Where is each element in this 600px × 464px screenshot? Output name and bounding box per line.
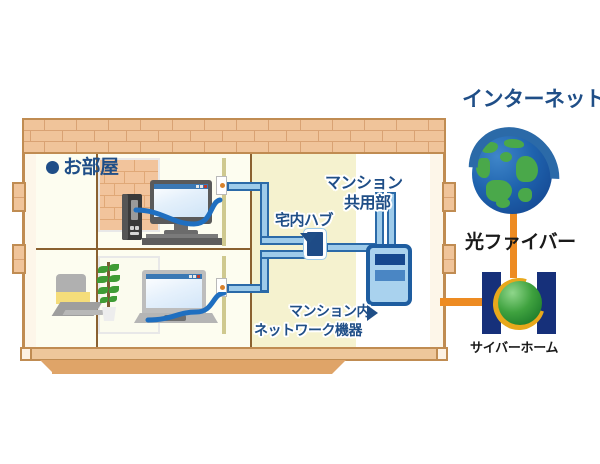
cyberhome-logo-icon xyxy=(482,268,556,340)
fiber-horizontal-to-building xyxy=(440,298,492,306)
cyberhome-label: サイバーホーム xyxy=(470,340,559,355)
building-roof-brick xyxy=(22,118,446,154)
wall-jack-icon-lower xyxy=(216,278,227,297)
lan-cable-laptop xyxy=(145,292,227,323)
wall-brick-right-2 xyxy=(442,244,456,274)
triangle-down-icon xyxy=(300,233,318,244)
wall-jack-icon-upper xyxy=(216,176,227,195)
common-area-label-line2: 共用部 xyxy=(344,195,391,212)
cyberhome-sphere xyxy=(498,281,542,325)
building-foot xyxy=(52,360,332,374)
lan-pipe-hub-in-lower xyxy=(260,250,306,259)
sofa-icon xyxy=(51,274,106,322)
globe-orbit-ring xyxy=(449,108,579,238)
wall-brick-left-1 xyxy=(12,182,26,212)
room-divider-lower xyxy=(96,250,98,347)
wall-brick-left-2 xyxy=(12,244,26,274)
building-base-tab-left xyxy=(20,347,32,361)
fiber-label: 光ファイバー xyxy=(465,232,576,253)
common-area-label-line1: マンション xyxy=(325,175,403,192)
potted-plant-icon xyxy=(96,260,122,324)
globe-icon xyxy=(449,108,579,238)
building-base xyxy=(28,347,440,361)
globe-sphere xyxy=(472,134,552,214)
fiber-entry-segment xyxy=(468,298,492,306)
room-label-group: お部屋 xyxy=(46,157,119,179)
bullet-dot-icon xyxy=(46,161,59,174)
building-foot-right xyxy=(332,360,346,374)
network-device-label-line1: マンション内 xyxy=(289,303,371,319)
floor-divider xyxy=(36,248,252,250)
triangle-right-icon xyxy=(367,305,378,321)
lan-pipe-riser xyxy=(260,182,269,244)
apartment-building xyxy=(12,118,456,374)
common-area-boundary xyxy=(250,152,252,347)
network-device-label-line2: ネットワーク機器 xyxy=(254,322,363,338)
building-base-tab-right xyxy=(436,347,448,361)
internet-label: インターネット xyxy=(462,88,600,111)
room-divider-upper xyxy=(96,152,98,248)
lan-cable-desktop xyxy=(133,197,223,227)
building-foot-left xyxy=(40,360,54,374)
network-equipment-icon[interactable] xyxy=(366,244,412,306)
laptop-computer-icon xyxy=(132,270,224,326)
room-label: お部屋 xyxy=(63,157,119,178)
fiber-vertical-segment xyxy=(510,196,517,278)
upper-wall-post xyxy=(222,158,226,246)
hub-label: 宅内ハブ xyxy=(275,212,334,229)
wall-brick-right-1 xyxy=(442,182,456,212)
desktop-computer-icon xyxy=(120,180,240,246)
